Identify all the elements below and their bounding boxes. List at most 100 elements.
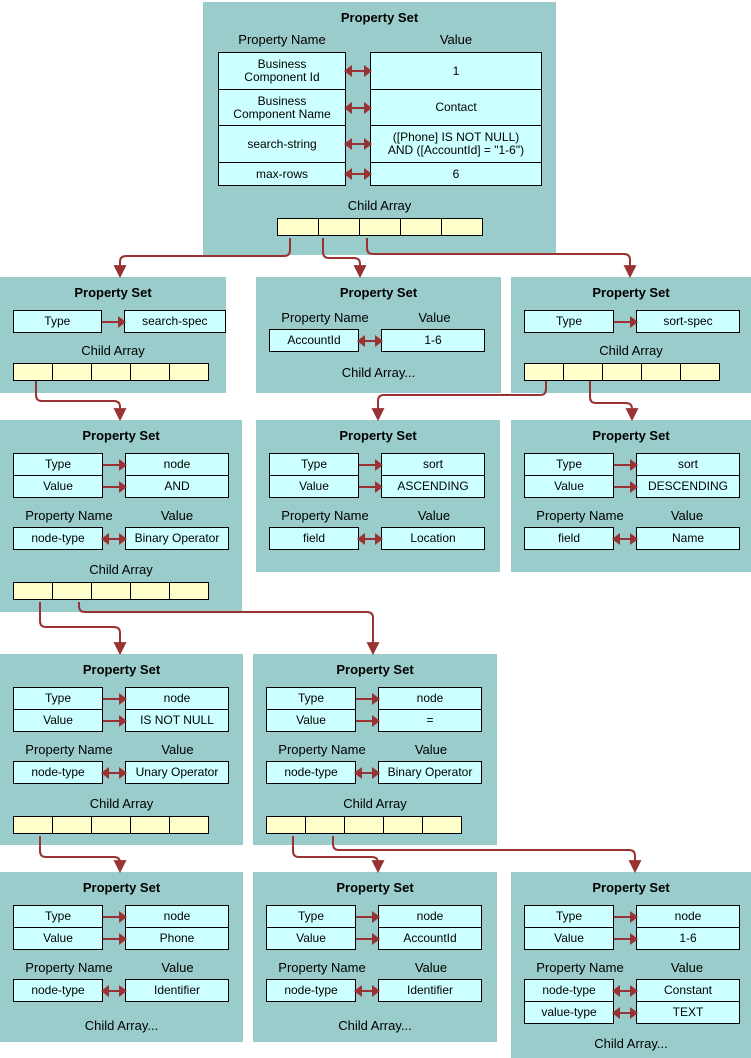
value-label-cell: Value	[13, 475, 103, 498]
child-array-slot	[169, 363, 209, 381]
child-array-slot	[130, 582, 170, 600]
value-label-cell: Value	[13, 709, 103, 732]
property-name-header: Property Name	[536, 508, 624, 523]
value-value-cell: AccountId	[378, 927, 482, 950]
property-value-cell: ([Phone] IS NOT NULL) AND ([AccountId] =…	[370, 125, 542, 163]
property-set-account-id: Property Set Property Name Value Account…	[256, 277, 501, 393]
property-value-cell: Contact	[370, 89, 542, 126]
child-array-label: Child Array...	[84, 1018, 159, 1033]
box-title: Property Set	[82, 880, 161, 895]
property-name-cell: field	[524, 527, 614, 550]
property-set-phone-node: Property Set Type node Value Phone Prope…	[0, 872, 243, 1042]
child-array-slot	[383, 816, 423, 834]
box-title: Property Set	[339, 428, 417, 443]
value-value-cell: ASCENDING	[381, 475, 485, 498]
child-array-slot	[169, 816, 209, 834]
child-array-slot	[13, 816, 53, 834]
property-name-header: Property Name	[25, 508, 113, 523]
child-array	[524, 363, 751, 381]
value-header: Value	[414, 742, 448, 757]
child-array-slot	[344, 816, 384, 834]
arrow-left-right-icon	[612, 1006, 638, 1019]
arrow-right-icon	[614, 458, 638, 471]
type-label-cell: Type	[269, 453, 359, 476]
property-name-cell: node-type	[13, 979, 103, 1002]
property-set-sort-ascending: Property Set Type sort Value ASCENDING P…	[256, 420, 500, 572]
property-name-cell: search-string	[218, 125, 346, 163]
value-header: Value	[161, 960, 194, 975]
property-value-cell: Binary Operator	[125, 527, 229, 550]
type-value-cell: node	[378, 687, 482, 710]
child-array-label: Child Array	[343, 796, 407, 811]
child-array-slot	[563, 363, 603, 381]
value-label-cell: Value	[13, 927, 103, 950]
child-array-slot	[440, 218, 483, 236]
child-array-slot	[91, 363, 131, 381]
property-name-cell: node-type	[524, 979, 614, 1002]
box-title: Property Set	[336, 662, 414, 677]
child-array-slot	[399, 218, 442, 236]
property-name-cell: node-type	[266, 979, 356, 1002]
box-title: Property Set	[336, 880, 414, 895]
arrow-left-right-icon	[344, 101, 372, 114]
type-value-cell: sort-spec	[636, 310, 740, 333]
value-label-cell: Value	[266, 927, 356, 950]
property-value-cell: Identifier	[378, 979, 482, 1002]
property-set-equals-node: Property Set Type node Value = Property …	[253, 654, 497, 845]
arrow-left-right-icon	[354, 984, 380, 997]
property-set-account-id-node: Property Set Type node Value AccountId P…	[253, 872, 497, 1042]
arrow-right-icon	[101, 315, 126, 328]
box-title: Property Set	[592, 285, 670, 300]
child-array	[13, 363, 226, 381]
type-label-cell: Type	[13, 310, 102, 333]
box-title: Property Set	[592, 880, 670, 895]
child-array-slot	[641, 363, 681, 381]
arrow-left-right-icon	[101, 984, 127, 997]
property-name-cell: node-type	[266, 761, 356, 784]
value-value-cell: IS NOT NULL	[125, 709, 229, 732]
child-array-slot	[52, 816, 92, 834]
type-label-cell: Type	[266, 905, 356, 928]
child-array-label: Child Array	[81, 343, 145, 358]
value-header: Value	[439, 32, 473, 47]
type-value-cell: sort	[636, 453, 740, 476]
arrow-right-icon	[356, 932, 380, 945]
child-array-label: Child Array...	[341, 365, 416, 380]
property-set-constant-node: Property Set Type node Value 1-6 Propert…	[511, 872, 751, 1058]
child-array-slot	[91, 582, 131, 600]
property-value-cell: TEXT	[636, 1001, 740, 1024]
property-name-header: Property Name	[25, 960, 113, 975]
child-array-slot	[524, 363, 564, 381]
property-value-cell: Unary Operator	[125, 761, 229, 784]
type-value-cell: node	[125, 453, 229, 476]
arrow-left-right-icon	[354, 766, 380, 779]
child-array-label: Child Array	[89, 796, 154, 811]
value-label-cell: Value	[524, 475, 614, 498]
arrow-right-icon	[356, 910, 380, 923]
property-name-cell: AccountId	[269, 329, 359, 352]
property-value-cell: 6	[370, 162, 542, 186]
property-value-cell: Constant	[636, 979, 740, 1002]
box-title: Property Set	[340, 10, 419, 25]
child-array-label: Child Array...	[594, 1036, 668, 1051]
arrow-left-right-icon	[101, 532, 127, 545]
child-array-label: Child Array	[599, 343, 663, 358]
value-label-cell: Value	[524, 927, 614, 950]
property-value-cell: 1	[370, 52, 542, 90]
property-set-root: Property Set Property Name Value Busines…	[203, 2, 556, 255]
arrow-right-icon	[356, 692, 380, 705]
arrow-right-icon	[614, 910, 638, 923]
arrow-right-icon	[614, 315, 638, 328]
arrow-right-icon	[359, 458, 383, 471]
type-label-cell: Type	[266, 687, 356, 710]
child-array	[13, 816, 243, 834]
property-value-cell: Binary Operator	[378, 761, 482, 784]
child-array-label: Child Array...	[338, 1018, 412, 1033]
property-name-cell: node-type	[13, 527, 103, 550]
value-header: Value	[160, 508, 194, 523]
child-array	[13, 582, 242, 600]
property-name-cell: Business Component Name	[218, 89, 346, 126]
value-header: Value	[414, 960, 448, 975]
child-array-slot	[130, 363, 170, 381]
arrow-left-right-icon	[612, 532, 638, 545]
